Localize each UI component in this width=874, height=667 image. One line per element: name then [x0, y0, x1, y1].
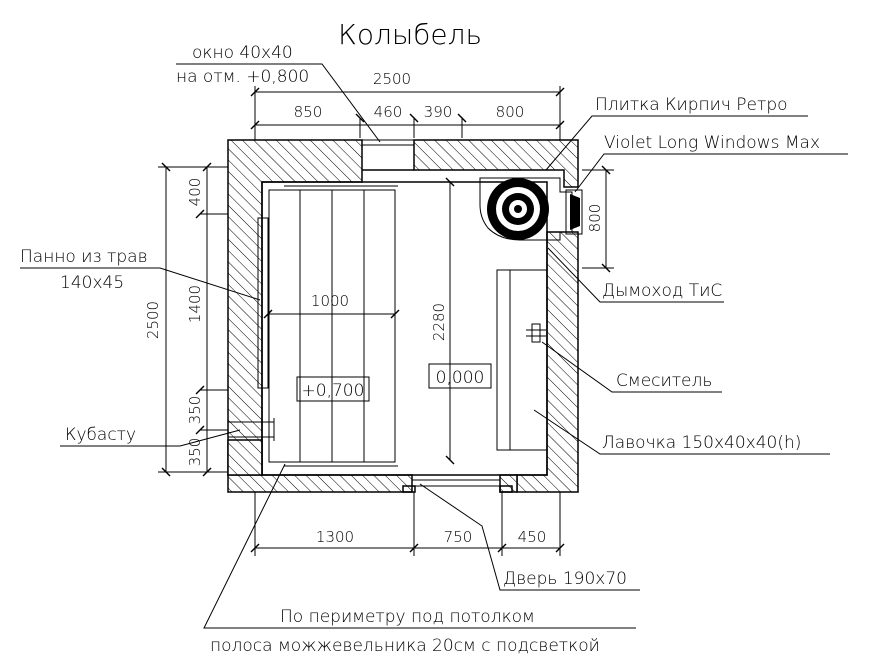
callout-tub: Кубасту	[65, 425, 136, 445]
callout-panel-line2: 140х45	[60, 273, 124, 293]
callout-window-line1: окно 40х40	[192, 43, 293, 63]
dim-inner-2280: 2280	[430, 303, 448, 341]
upper-platform	[268, 185, 398, 467]
dim-bottom-1300: 1300	[316, 528, 354, 546]
level-platform-box	[296, 376, 370, 402]
callout-chimney: Дымоход ТиС	[602, 281, 722, 301]
dim-bottom-450: 450	[518, 528, 547, 546]
level-floor-box	[428, 363, 492, 389]
callout-tile: Плитка Кирпич Ретро	[595, 95, 788, 115]
callout-note-line1: По периметру под потолком	[280, 607, 535, 627]
wall-bottom-left	[227, 474, 413, 493]
level-platform: +0,700	[302, 381, 365, 401]
dim-right-800: 800	[586, 204, 604, 233]
herb-panel	[257, 217, 269, 389]
dim-top-460: 460	[374, 103, 403, 121]
level-floor: 0,000	[436, 368, 485, 388]
callouts: окно 40х40 на отм. +0,800 Плитка Кирпич …	[20, 43, 848, 656]
wall-bottom-right	[499, 474, 518, 493]
dimensions: 2500 850 460 390 800 800 2500 400 1400 3…	[144, 70, 614, 556]
callout-bench: Лавочка 150х40х40(h)	[602, 433, 801, 453]
door	[402, 479, 513, 493]
dim-top-total: 2500	[373, 70, 411, 88]
dim-inner-1000: 1000	[311, 292, 349, 310]
stove	[479, 177, 583, 241]
dim-left-1400: 1400	[186, 285, 204, 323]
dim-top-850: 850	[294, 103, 323, 121]
plan-title: Колыбель	[338, 18, 482, 51]
dim-top-390: 390	[424, 103, 453, 121]
dim-top-800: 800	[496, 103, 525, 121]
wall-left-bottom	[227, 439, 263, 476]
callout-stove: Violet Long Windows Max	[604, 133, 820, 153]
bench	[496, 269, 548, 451]
mixer	[526, 323, 546, 343]
wall-top-right	[413, 139, 579, 188]
dim-bottom-750: 750	[444, 528, 473, 546]
callout-panel-line1: Панно из трав	[20, 247, 148, 267]
callout-window-line2: на отм. +0,800	[176, 67, 309, 87]
callout-note-line2: полоса можжевельника 20см с подсветкой	[210, 636, 600, 656]
dim-left-400: 400	[186, 178, 204, 207]
dim-left-350a: 350	[186, 396, 204, 425]
callout-door: Дверь 190х70	[503, 569, 627, 589]
dim-left-total: 2500	[144, 301, 162, 339]
window	[361, 139, 415, 146]
dim-left-350b: 350	[186, 438, 204, 467]
callout-mixer: Смеситель	[616, 371, 712, 391]
